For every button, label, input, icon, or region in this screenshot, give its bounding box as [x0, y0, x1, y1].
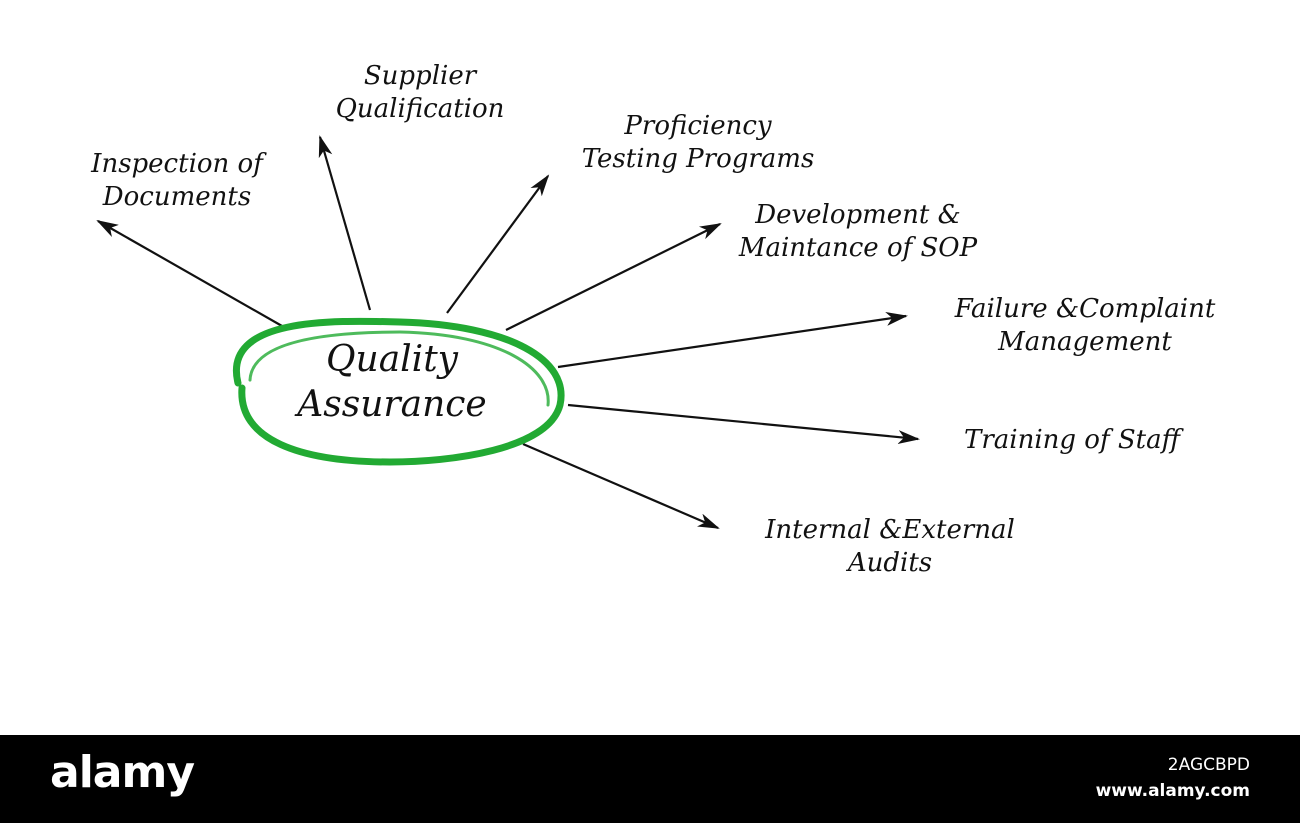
center-label-line1: Quality	[326, 339, 459, 380]
arrow-development	[505, 223, 722, 331]
branch-audits-line2: Audits	[846, 548, 932, 578]
quality-assurance-diagram: Quality Assurance Inspection of Document…	[90, 61, 1216, 578]
center-ring-inner	[248, 330, 550, 407]
branch-development-line1: Development &	[754, 200, 961, 230]
arrow-failure	[557, 311, 908, 369]
center-label-line2: Assurance	[294, 384, 486, 425]
arrow-supplier	[318, 135, 372, 311]
arrow-training	[567, 403, 920, 445]
branch-failure-line2: Management	[997, 327, 1172, 357]
center-ring	[232, 317, 565, 466]
branch-supplier-line1: Supplier	[364, 61, 478, 91]
branch-inspection-line1: Inspection of	[90, 149, 267, 179]
branch-supplier-line2: Qualification	[336, 94, 505, 124]
arrow-inspection	[96, 220, 283, 327]
image-id: 2AGCBPD	[1167, 755, 1250, 775]
branch-proficiency-line1: Proficiency	[623, 111, 771, 141]
branch-development-line2: Maintance of SOP	[738, 233, 978, 263]
branch-failure-line1: Failure &Complaint	[954, 294, 1216, 324]
arrow-proficiency	[446, 174, 550, 314]
arrow-audits	[522, 442, 720, 530]
watermark-footer: alamy 2AGCBPD www.alamy.com	[0, 735, 1300, 823]
branch-inspection-line2: Documents	[102, 182, 251, 212]
branch-proficiency-line2: Testing Programs	[582, 144, 815, 174]
branch-training-line1: Training of Staff	[964, 425, 1185, 455]
branch-audits-line1: Internal &External	[764, 515, 1015, 545]
site-url: www.alamy.com	[1095, 781, 1250, 801]
alamy-logo: alamy	[50, 747, 195, 798]
